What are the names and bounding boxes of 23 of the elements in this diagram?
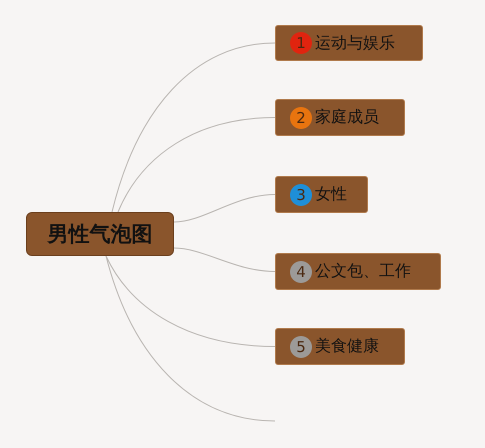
- topic-label: 美食健康: [315, 336, 379, 357]
- number-badge: 4: [290, 260, 312, 282]
- connector-line: [112, 42, 276, 212]
- number-badge: 1: [290, 32, 312, 54]
- topic-box: [275, 176, 368, 213]
- number-badge: 2: [290, 106, 312, 128]
- topic-box: [275, 99, 405, 136]
- topic-label: 女性: [315, 184, 347, 205]
- connector-line: [106, 256, 276, 422]
- connector-line: [174, 194, 276, 222]
- number-badge: 3: [290, 184, 312, 206]
- topic-label: 运动与娱乐: [315, 32, 395, 54]
- topic-box: [275, 328, 405, 365]
- central-topic-box: [26, 212, 174, 256]
- connector-line: [106, 256, 276, 347]
- number-badge: 5: [290, 336, 312, 358]
- connector-line: [118, 117, 276, 212]
- topic-label: 公文包、工作: [315, 261, 411, 282]
- connector-line: [174, 248, 276, 272]
- topic-box: [275, 25, 423, 61]
- topic-label: 家庭成员: [315, 107, 379, 128]
- topic-title: 男性气泡图: [48, 221, 152, 248]
- topic-box: [275, 253, 441, 290]
